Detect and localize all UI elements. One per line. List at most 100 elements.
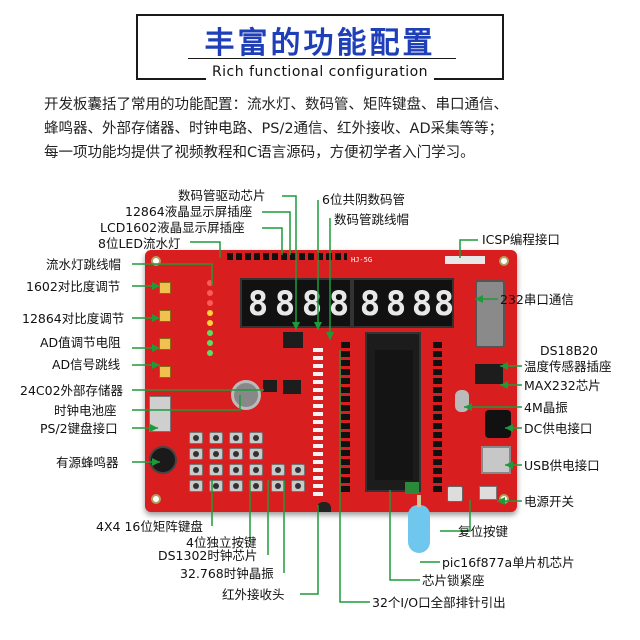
reset-button[interactable] <box>447 486 463 502</box>
callout-zif-socket: 芯片锁紧座 <box>422 573 485 588</box>
callout-32768-crystal: 32.768时钟晶振 <box>180 566 274 581</box>
intro-line-1: 开发板囊括了常用的功能配置：流水灯、数码管、矩阵键盘、串口通信、 <box>44 97 508 113</box>
segment-digit: 8 <box>328 284 350 324</box>
matrix-key[interactable] <box>249 432 263 444</box>
callout-eeprom: 24C02外部存储器 <box>20 383 124 398</box>
mount-hole <box>151 494 161 504</box>
callout-max232: MAX232芯片 <box>524 378 601 393</box>
max232-chip <box>475 364 503 384</box>
mount-hole <box>499 494 509 504</box>
callout-independent-keys: 4位独立按键 <box>186 535 257 550</box>
matrix-key[interactable] <box>209 432 223 444</box>
led <box>207 290 213 296</box>
led <box>207 280 213 286</box>
segment-digit: 8 <box>247 284 269 324</box>
mount-hole <box>499 256 509 266</box>
ps2-port <box>149 396 171 432</box>
title-divider <box>188 58 456 59</box>
intro-paragraph: 开发板囊括了常用的功能配置：流水灯、数码管、矩阵键盘、串口通信、 蜂鸣器、外部存… <box>44 93 614 165</box>
clock-battery-holder <box>231 380 261 410</box>
zif-socket <box>365 332 421 492</box>
page-title: 丰富的功能配置 <box>204 26 436 61</box>
segment-digit: 8 <box>301 284 323 324</box>
matrix-key[interactable] <box>249 480 263 492</box>
matrix-key[interactable] <box>249 464 263 476</box>
matrix-key[interactable] <box>209 464 223 476</box>
callout-dc-jack: DC供电接口 <box>524 421 593 436</box>
segment-digit: 8 <box>359 284 381 324</box>
matrix-key[interactable] <box>209 448 223 460</box>
matrix-key[interactable] <box>229 464 243 476</box>
matrix-key[interactable] <box>229 480 243 492</box>
callout-led-chaser: 8位LED流水灯 <box>98 236 181 251</box>
subtitle-text: Rich functional configuration <box>205 64 435 80</box>
usb-port <box>481 446 511 474</box>
ad-pot[interactable] <box>159 338 171 350</box>
callout-crystal: 4M晶振 <box>524 400 568 415</box>
matrix-key[interactable] <box>249 448 263 460</box>
callout-io-header: 32个I/O口全部排针引出 <box>372 595 506 610</box>
matrix-key[interactable] <box>209 480 223 492</box>
independent-key[interactable] <box>291 464 305 476</box>
callout-ds1302: DS1302时钟芯片 <box>158 548 258 563</box>
segment-digit: 8 <box>433 284 455 324</box>
callout-battery: 时钟电池座 <box>54 403 117 418</box>
io-header-left <box>341 342 350 492</box>
matrix-key[interactable] <box>189 464 203 476</box>
independent-key[interactable] <box>271 464 285 476</box>
callout-1602-socket: LCD1602液晶显示屏插座 <box>100 220 245 235</box>
contrast-pot-12864[interactable] <box>159 310 171 322</box>
led <box>207 300 213 306</box>
led <box>207 350 213 356</box>
pic-chip-indicator <box>408 495 430 553</box>
lcd-header-pins <box>227 253 347 260</box>
callout-ad-jumper: AD信号跳线 <box>52 357 121 372</box>
matrix-key[interactable] <box>189 432 203 444</box>
independent-key[interactable] <box>291 480 305 492</box>
matrix-key[interactable] <box>189 480 203 492</box>
ad-jumper[interactable] <box>159 366 171 378</box>
callout-12864-contrast: 12864对比度调节 <box>22 311 125 326</box>
ds1302-chip <box>283 380 301 394</box>
callout-pic-chip: pic16f877a单片机芯片 <box>442 555 575 570</box>
matrix-key[interactable] <box>189 448 203 460</box>
led <box>207 330 213 336</box>
title-box: 丰富的功能配置 Rich functional configuration <box>136 14 504 80</box>
led <box>207 340 213 346</box>
callout-segment-jumper: 数码管跳线帽 <box>334 212 410 227</box>
db9-serial-port <box>475 280 505 348</box>
intro-line-3: 每一项功能均提供了视频教程和C语言源码，方便初学者入门学习。 <box>44 145 475 161</box>
callout-reset-button: 复位按键 <box>458 524 509 539</box>
mount-hole <box>151 256 161 266</box>
matrix-key[interactable] <box>229 432 243 444</box>
matrix-key[interactable] <box>229 448 243 460</box>
callout-power-switch: 电源开关 <box>524 494 575 509</box>
callout-1602-contrast: 1602对比度调节 <box>26 279 121 294</box>
board-model-label: HJ-5G <box>351 256 373 264</box>
ir-receiver <box>317 502 331 512</box>
eeprom-24c02 <box>263 380 277 392</box>
segment-digit: 8 <box>385 284 407 324</box>
callout-segment-driver: 数码管驱动芯片 <box>178 188 266 203</box>
dc-jack <box>485 410 511 438</box>
power-switch[interactable] <box>479 486 497 500</box>
seven-segment-right: 8 8 8 8 <box>352 278 454 328</box>
callout-temp-socket: 温度传感器插座 <box>524 359 612 374</box>
dev-board: HJ-5G 8 8 8 8 8 8 8 8 <box>145 250 517 512</box>
segment-driver-chip <box>283 332 303 348</box>
buzzer <box>149 446 177 474</box>
callout-ir-receiver: 红外接收头 <box>222 587 285 602</box>
callout-icsp: ICSP编程接口 <box>482 232 560 247</box>
callout-led-jumper: 流水灯跳线帽 <box>46 257 122 272</box>
socket-lever[interactable] <box>405 482 419 494</box>
contrast-pot-1602[interactable] <box>159 282 171 294</box>
icsp-header <box>445 256 485 264</box>
segment-digit: 8 <box>274 284 296 324</box>
segment-digit: 8 <box>411 284 433 324</box>
callout-usb: USB供电接口 <box>524 458 600 473</box>
io-header-right <box>433 342 442 492</box>
seven-segment-left: 8 8 8 8 <box>240 278 352 328</box>
callout-6digit-display: 6位共阴数码管 <box>322 192 405 207</box>
independent-key[interactable] <box>271 480 285 492</box>
crystal-4m <box>455 390 469 412</box>
